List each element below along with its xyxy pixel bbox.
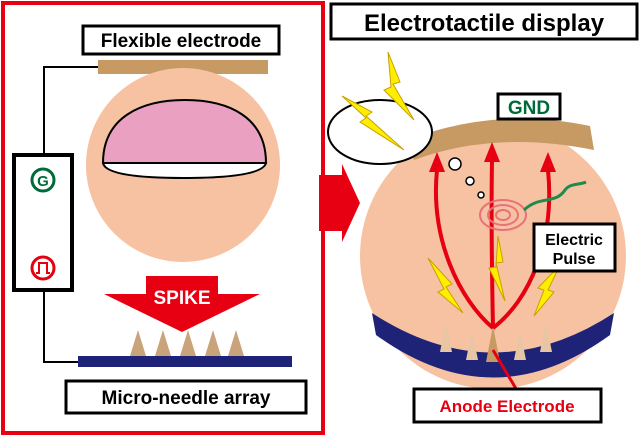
spike-label: SPIKE	[153, 288, 210, 309]
needle-tips	[440, 322, 552, 360]
nerve-fiber	[522, 180, 587, 212]
electric-pulse-label-line2: Pulse	[553, 251, 596, 268]
skin-receptor	[101, 98, 268, 180]
micro-needle-array-label: Micro-needle array	[102, 388, 271, 409]
square-wave-icon	[30, 255, 56, 281]
sensation-lightning-icon	[341, 51, 415, 151]
panel-title: Electrotactile display	[364, 10, 605, 37]
micro-needles	[130, 330, 244, 356]
anode-base	[372, 313, 614, 378]
nerve-spiral-icon	[479, 199, 527, 231]
flexible-electrode-label: Flexible electrode	[101, 31, 262, 52]
electric-pulse-label-box: Electric Pulse	[532, 222, 617, 273]
generator-icon: G	[30, 167, 56, 193]
gnd-label-box: GND	[496, 92, 562, 121]
anode-pointer-line	[491, 349, 520, 393]
electric-pulse-label-line1: Electric	[545, 232, 603, 249]
title-box: Electrotactile display	[329, 2, 639, 41]
lightning-bolts	[427, 235, 561, 317]
current-arrow-heads	[429, 142, 556, 172]
micro-needle-base	[78, 356, 292, 367]
spike-arrow: SPIKE	[104, 276, 260, 332]
anode-electrode-label: Anode Electrode	[439, 397, 574, 416]
flexible-electrode-bar	[98, 60, 268, 74]
gnd-label: GND	[508, 98, 550, 119]
transition-arrow	[319, 164, 360, 242]
anode-electrode-label-box: Anode Electrode	[412, 387, 603, 424]
generator-symbol: G	[37, 173, 49, 190]
micro-needle-array-label-box: Micro-needle array	[64, 379, 308, 415]
gnd-electrode	[408, 118, 594, 160]
circuit-wires	[43, 66, 98, 363]
flexible-electrode-label-box: Flexible electrode	[81, 24, 281, 56]
